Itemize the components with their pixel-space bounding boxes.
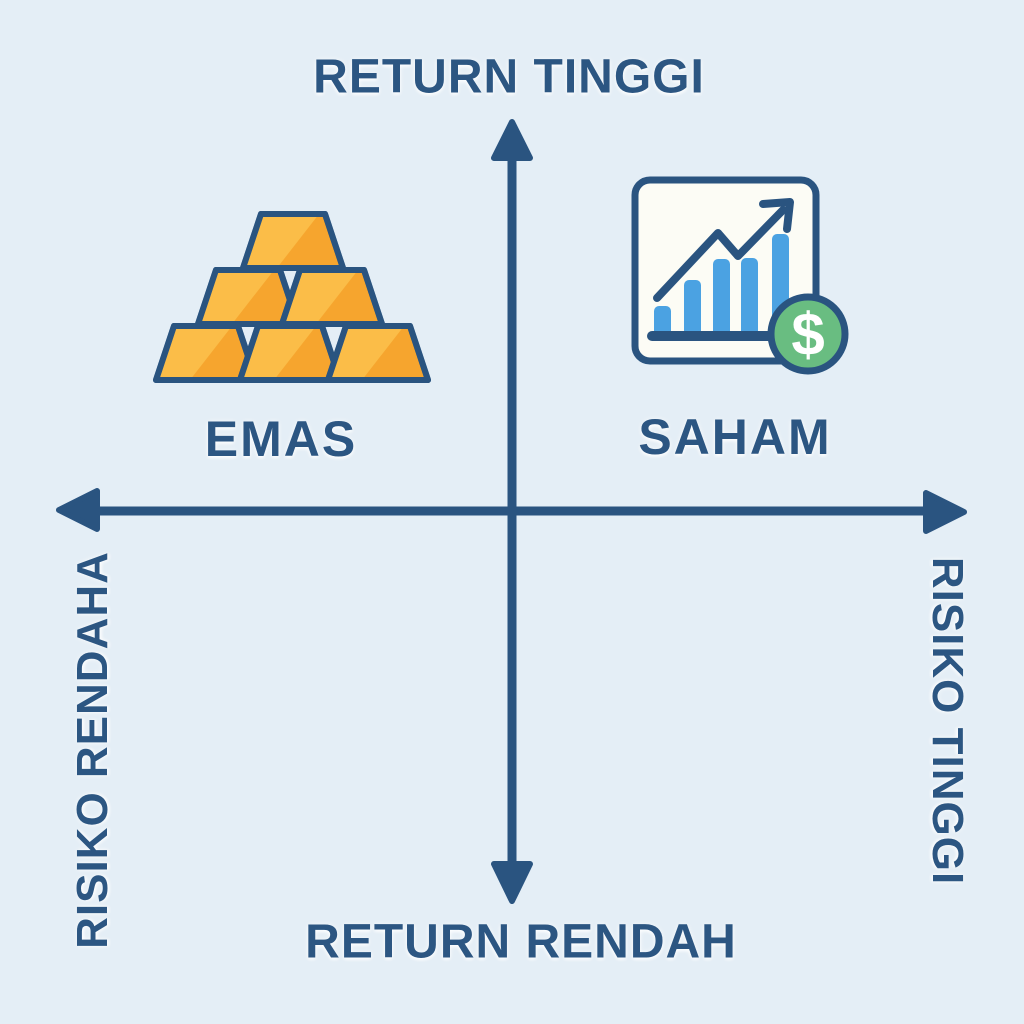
gold-ingot	[279, 267, 385, 327]
top-axis-label: RETURN TINGGI	[313, 50, 705, 104]
arrow-left-icon	[56, 488, 100, 532]
gold-ingot	[153, 323, 259, 383]
arrow-down-icon	[491, 861, 533, 904]
left-axis-label: RISIKO RENDAHA	[68, 551, 117, 949]
trend-arrow-icon	[653, 198, 794, 302]
gold-item-label: EMAS	[204, 411, 358, 467]
arrow-up-icon	[491, 119, 533, 161]
arrow-right-icon	[923, 490, 967, 534]
gold-ingot	[240, 211, 346, 271]
gold-ingot	[237, 323, 343, 383]
gold-bars-icon	[153, 211, 431, 383]
dollar-coin-icon: $	[767, 293, 849, 375]
bottom-axis-label: RETURN RENDAH	[305, 915, 737, 969]
axes	[56, 119, 967, 904]
right-axis-label: RISIKO TINGGI	[923, 556, 972, 886]
gold-ingot	[325, 323, 431, 383]
stock-item-label: SAHAM	[638, 409, 832, 465]
dollar-sign: $	[791, 301, 824, 368]
stock-chart-icon: $	[631, 176, 849, 375]
